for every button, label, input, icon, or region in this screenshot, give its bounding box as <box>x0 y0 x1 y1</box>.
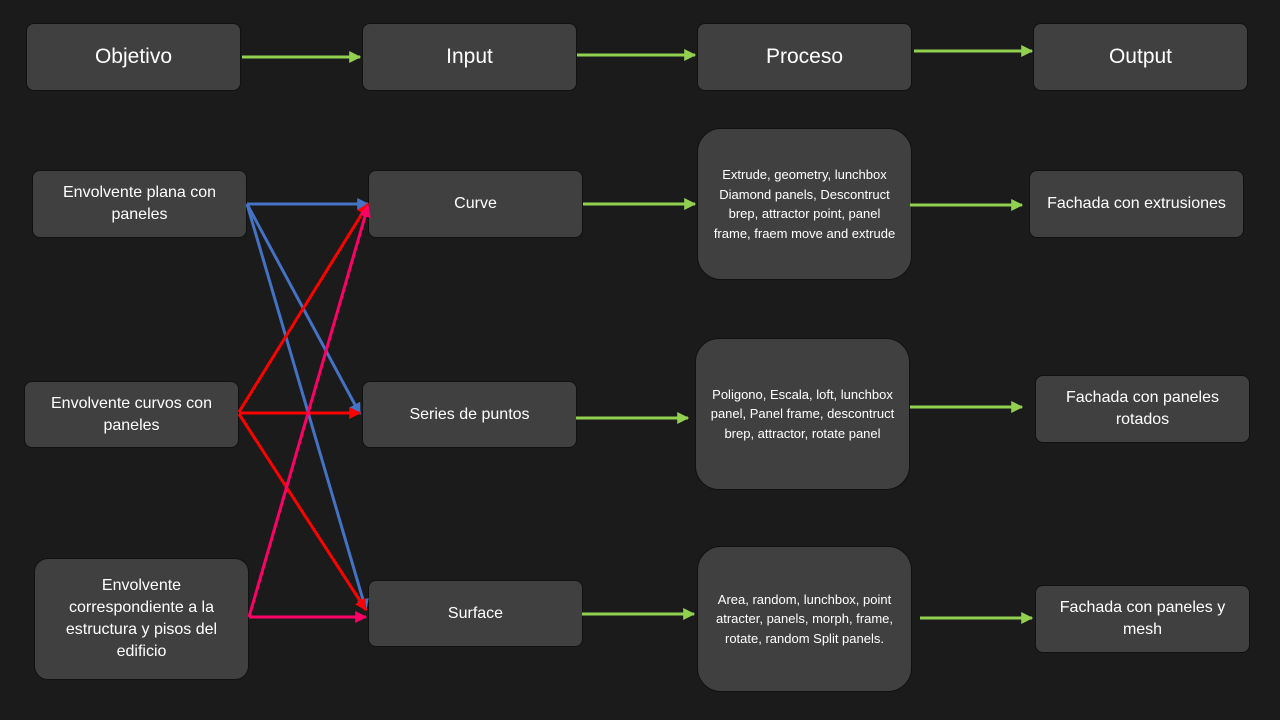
objective-envolvente-curvos: Envolvente curvos con paneles <box>24 381 239 448</box>
arrow-curvos-surface <box>237 413 368 612</box>
objective-envolvente-estructura: Envolvente correspondiente a la estructu… <box>34 558 249 680</box>
process-series: Poligono, Escala, loft, lunchbox panel, … <box>695 338 910 490</box>
input-curve: Curve <box>368 170 583 238</box>
input-surface: Surface <box>368 580 583 647</box>
output-paneles-rotados: Fachada con paneles rotados <box>1035 375 1250 443</box>
arrow-curvos-curve <box>237 202 370 413</box>
header-objetivo: Objetivo <box>26 23 241 91</box>
header-output: Output <box>1033 23 1248 91</box>
output-extrusiones: Fachada con extrusiones <box>1029 170 1244 238</box>
process-curve: Extrude, geometry, lunchbox Diamond pane… <box>697 128 912 280</box>
input-series-de-puntos: Series de puntos <box>362 381 577 448</box>
output-paneles-mesh: Fachada con paneles y mesh <box>1035 585 1250 653</box>
arrow-estructura-curve <box>247 204 371 618</box>
arrow-plana-surface <box>245 203 369 612</box>
header-proceso: Proceso <box>697 23 912 91</box>
header-input: Input <box>362 23 577 91</box>
objective-envolvente-plana: Envolvente plana con paneles <box>32 170 247 238</box>
process-surface: Area, random, lunchbox, point atracter, … <box>697 546 912 692</box>
